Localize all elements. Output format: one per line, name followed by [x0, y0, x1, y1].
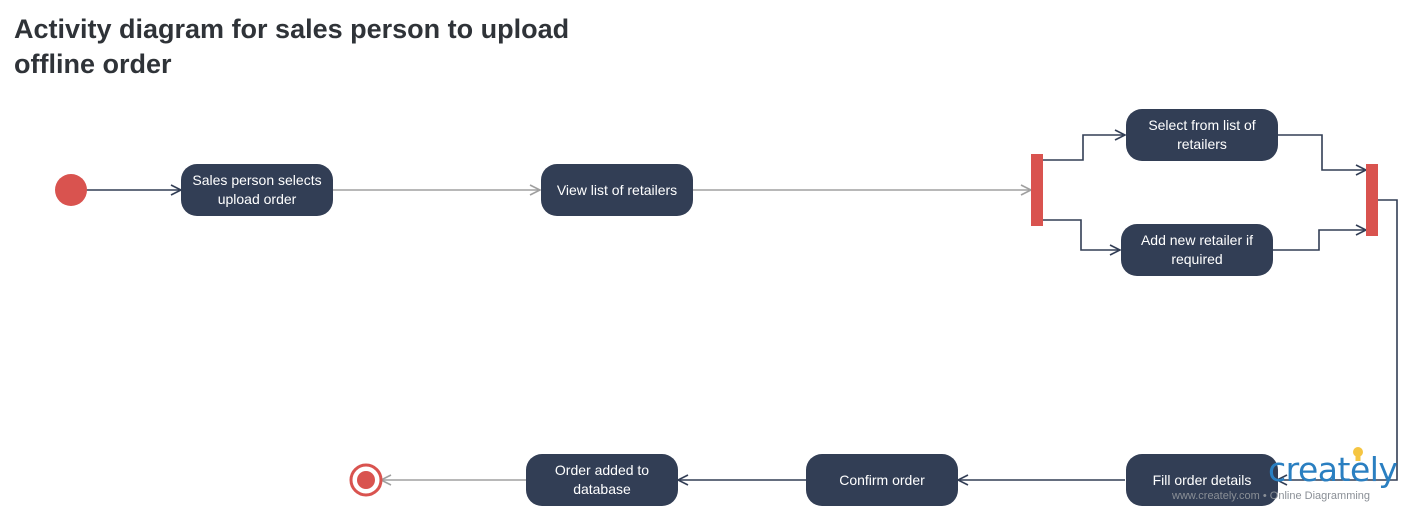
- creately-logo: creately www.creately.com • Online Diagr…: [1172, 446, 1398, 508]
- diagram-title: Activity diagram for sales person to upl…: [14, 14, 570, 79]
- activity-order-added: Order added to database: [526, 454, 678, 506]
- edge-select-list-to-join: [1278, 134, 1366, 170]
- logo-brand: creately: [1268, 450, 1398, 489]
- activity-fill-order-details: Fill order details: [1126, 454, 1278, 506]
- activity-sales-person-selects: Sales person selects upload order: [181, 164, 333, 216]
- join-bar: [1366, 164, 1378, 236]
- end-node: [349, 463, 383, 497]
- edge-add-new-to-join: [1273, 230, 1366, 251]
- activity-select-from-list: Select from list of retailers: [1126, 109, 1278, 161]
- activity-view-list: View list of retailers: [541, 164, 693, 216]
- edge-fork-to-select-list: [1042, 135, 1125, 161]
- activity-add-new-retailer: Add new retailer if required: [1121, 224, 1273, 276]
- activity-confirm-order: Confirm order: [806, 454, 958, 506]
- fork-bar: [1031, 154, 1043, 226]
- edge-fork-to-add-new: [1042, 219, 1120, 250]
- lightbulb-icon: [1353, 447, 1363, 461]
- start-node: [55, 174, 87, 206]
- edge-join-to-fill-order: [1277, 199, 1398, 480]
- logo-tagline: www.creately.com • Online Diagramming: [1172, 490, 1371, 502]
